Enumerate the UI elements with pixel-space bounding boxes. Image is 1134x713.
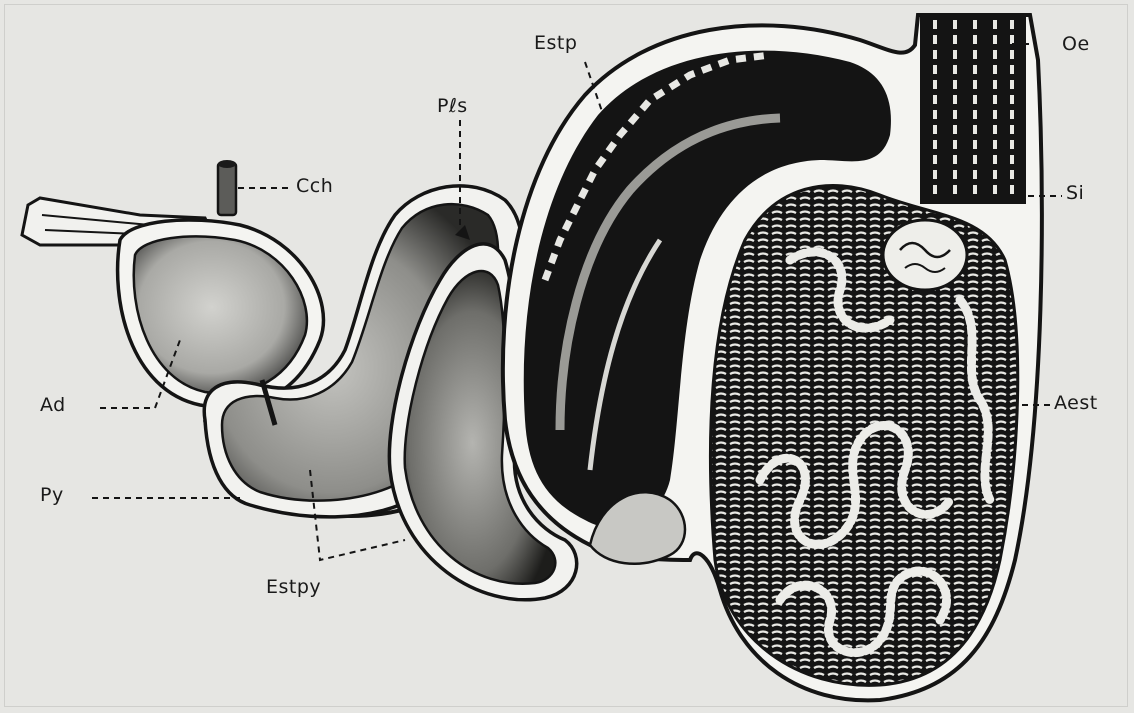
label-cch: Cch: [296, 175, 333, 197]
label-aest: Aest: [1054, 392, 1098, 414]
label-ad: Ad: [40, 394, 66, 416]
main-stomach: [503, 14, 1042, 700]
label-estp: Estp: [534, 32, 577, 54]
label-si: Si: [1066, 182, 1084, 204]
label-oe: Oe: [1062, 33, 1090, 55]
label-pls: Pℓs: [437, 95, 468, 117]
ad-chamber: [22, 160, 323, 407]
label-py: Py: [40, 484, 64, 506]
label-estpy: Estpy: [266, 576, 321, 598]
